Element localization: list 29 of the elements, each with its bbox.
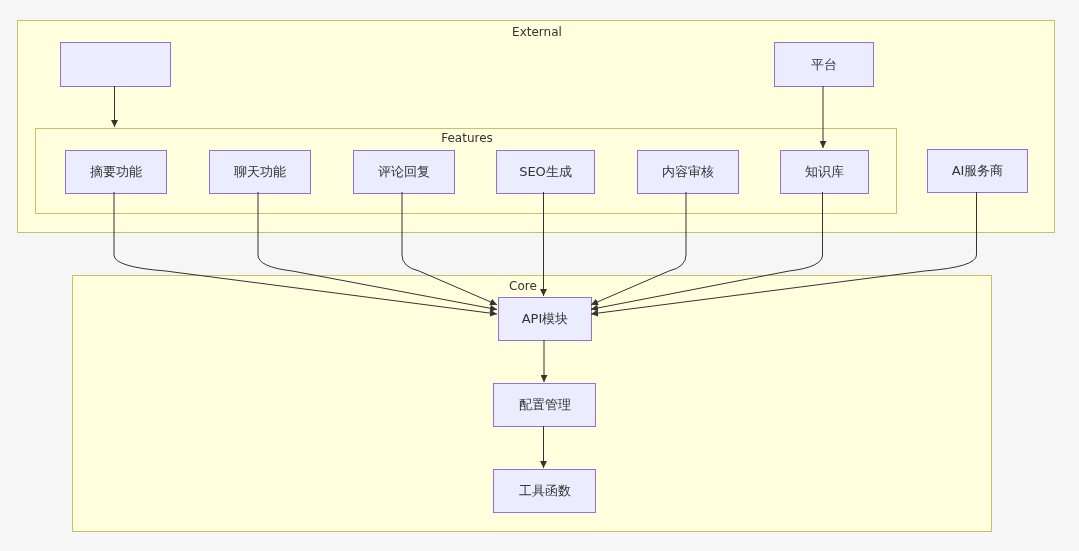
process-box: API模块 — [498, 297, 592, 341]
process-box: 摘要功能 — [65, 150, 167, 194]
process-box: AI服务商 — [927, 149, 1028, 193]
process-box: 工具函数 — [493, 469, 596, 513]
arrow — [540, 339, 548, 383]
group-title: External — [512, 25, 562, 39]
process-box: 评论回复 — [353, 150, 455, 194]
process-box: SEO生成 — [496, 150, 595, 194]
group-title: Features — [441, 131, 493, 145]
arrow — [540, 191, 547, 297]
arrow — [590, 191, 977, 317]
empty-box — [60, 42, 171, 87]
arrow — [257, 191, 498, 312]
process-box: 平台 — [774, 42, 874, 87]
process-box: 知识库 — [780, 150, 869, 194]
arrow — [540, 425, 547, 469]
group-panel — [72, 275, 992, 532]
group-panel — [35, 128, 897, 214]
group-title: Core — [509, 279, 537, 293]
arrow — [401, 191, 498, 306]
arrow — [819, 85, 827, 149]
arrow — [111, 85, 118, 128]
arrow — [590, 191, 823, 312]
arrow — [113, 191, 498, 317]
group-panel — [17, 20, 1055, 233]
process-box: 内容审核 — [637, 150, 739, 194]
arrow — [590, 191, 687, 306]
process-box: 聊天功能 — [209, 150, 311, 194]
process-box: 配置管理 — [493, 383, 596, 427]
